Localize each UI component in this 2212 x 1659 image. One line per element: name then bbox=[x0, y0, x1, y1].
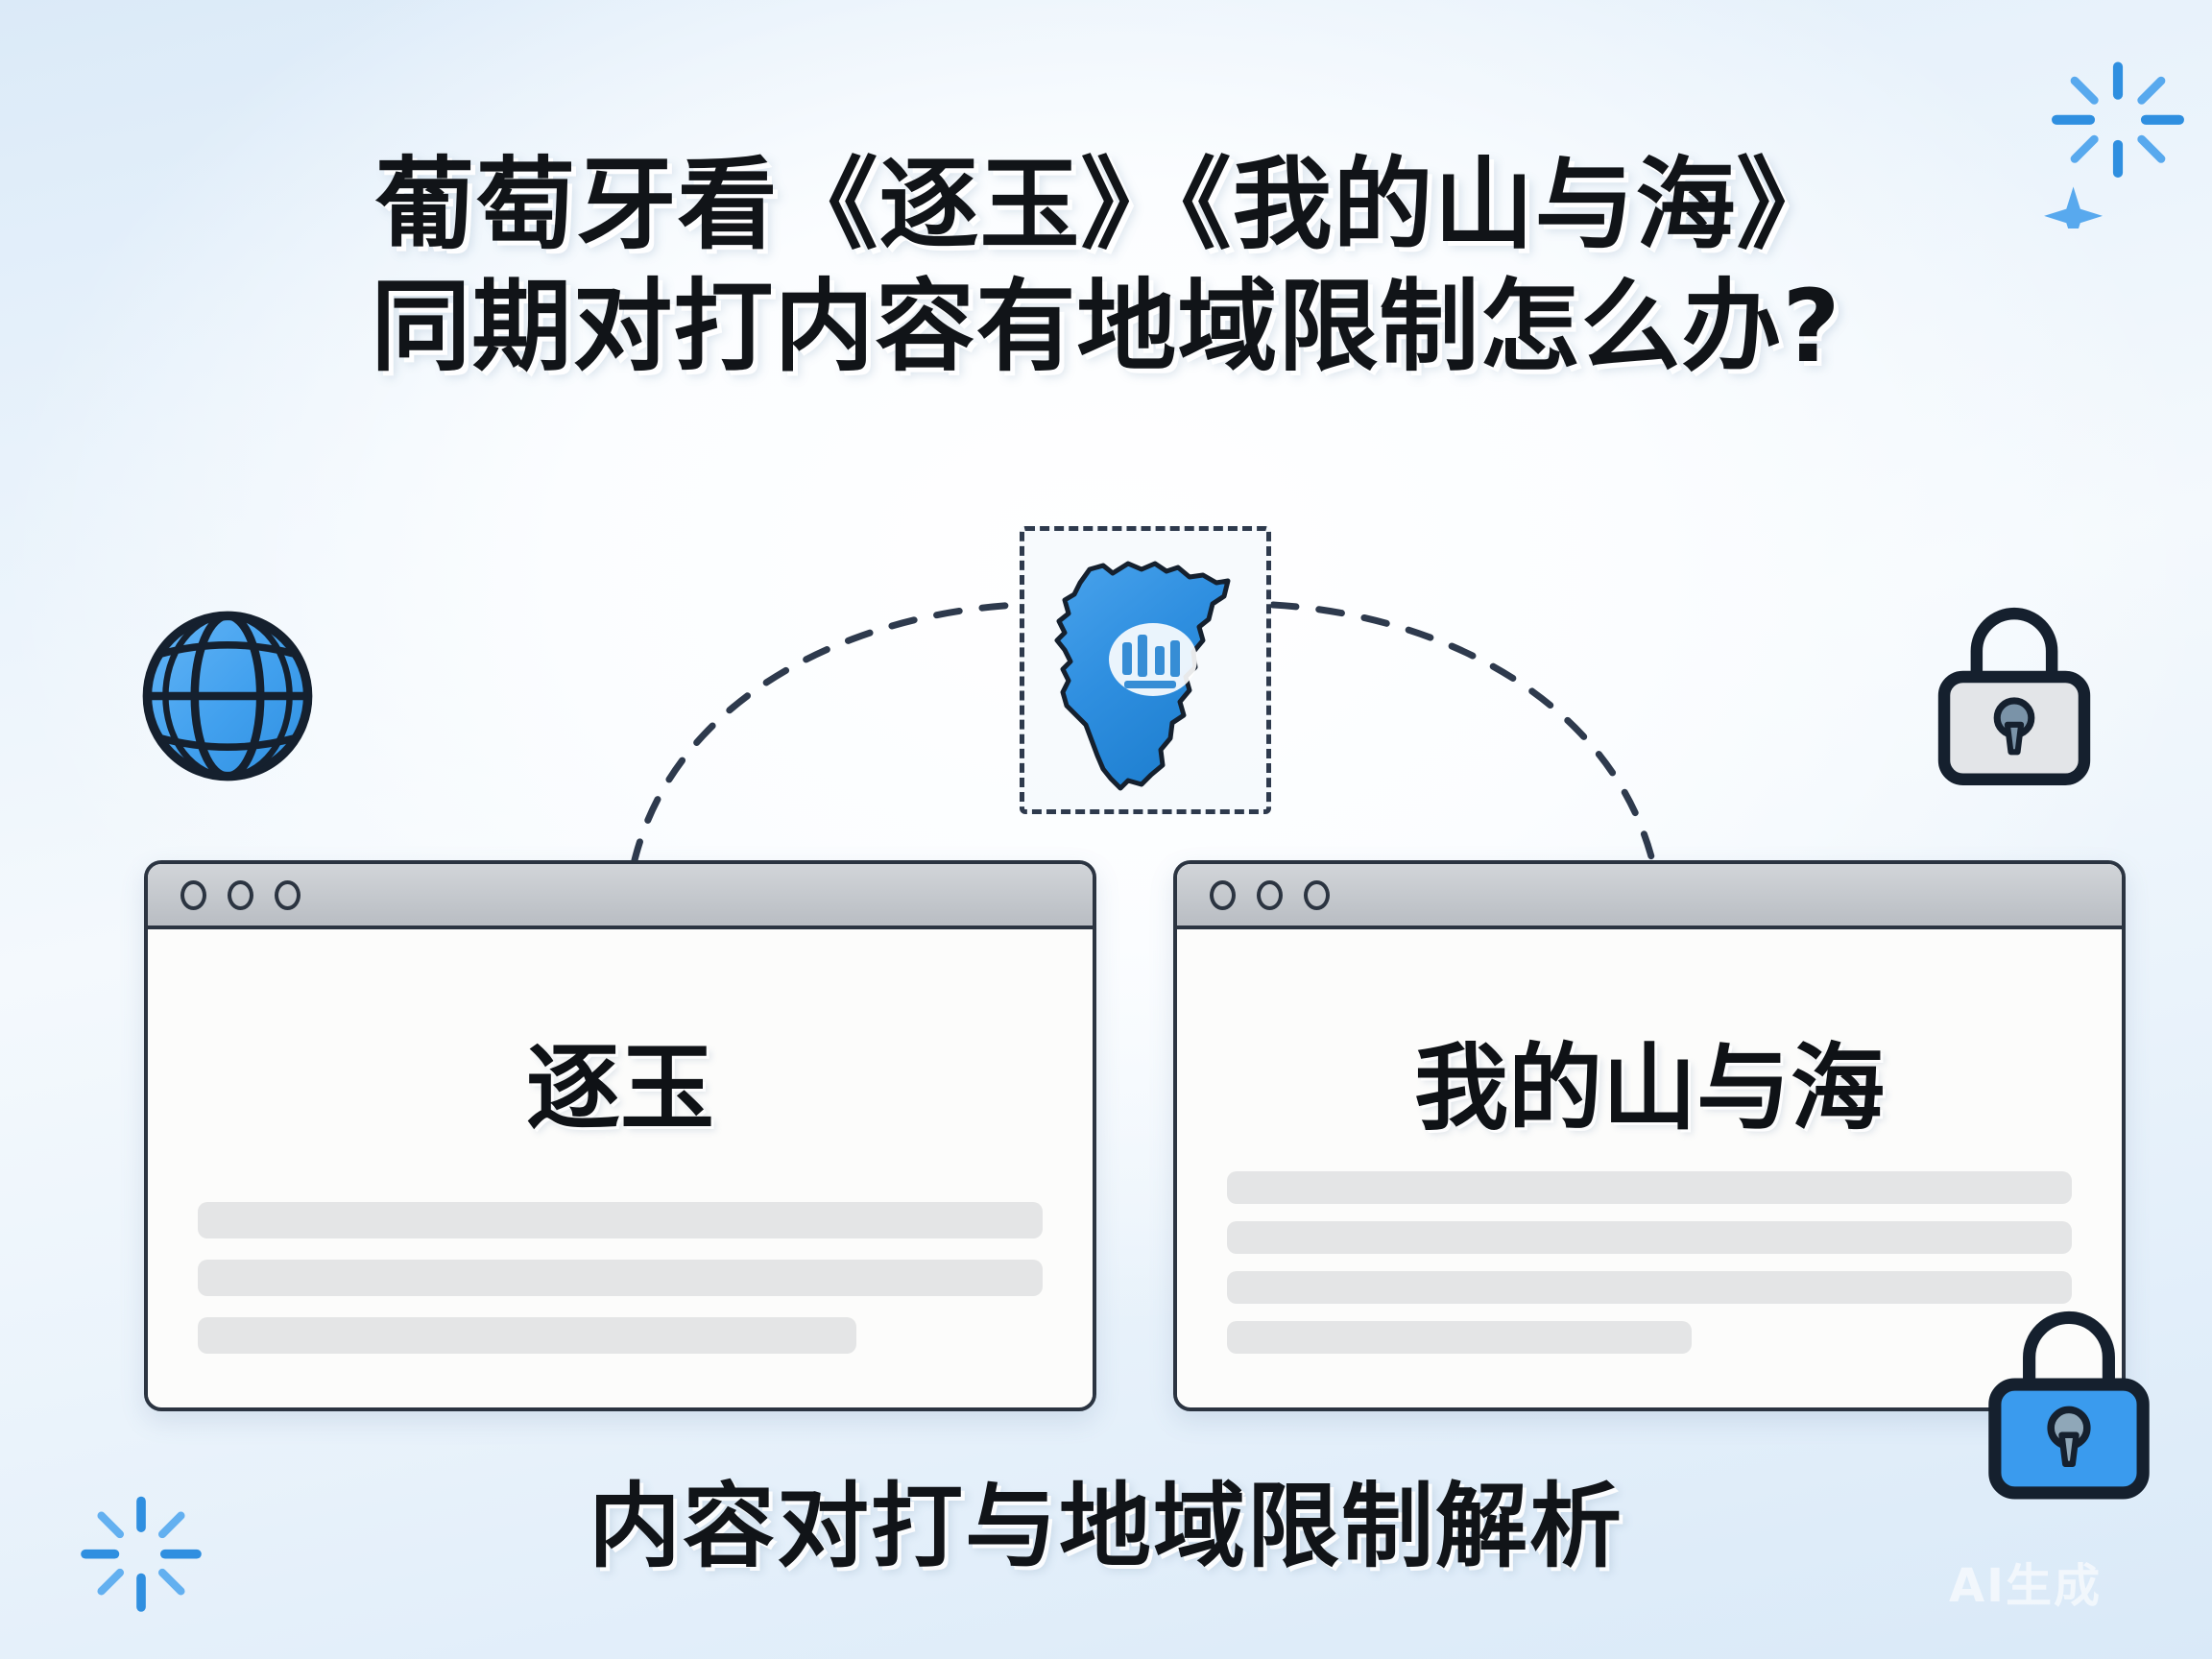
browser-window-left[interactable]: 逐玉 bbox=[144, 860, 1096, 1411]
maximize-dot[interactable] bbox=[1304, 879, 1330, 910]
content-skeleton-left bbox=[198, 1202, 1043, 1404]
skeleton-line bbox=[198, 1202, 1043, 1238]
skeleton-line bbox=[1227, 1271, 2072, 1304]
skeleton-line bbox=[1227, 1221, 2072, 1254]
close-dot[interactable] bbox=[1210, 879, 1236, 910]
title-line-1: 葡萄牙看《逐玉》《我的山与海》 bbox=[374, 146, 1838, 263]
skeleton-line bbox=[1227, 1321, 1692, 1354]
show-title-right: 我的山与海 bbox=[1413, 1034, 1885, 1143]
minimize-dot[interactable] bbox=[1257, 879, 1283, 910]
caption-text: 内容对打与地域限制解析 bbox=[589, 1473, 1623, 1580]
browser-window-right[interactable]: 我的山与海 bbox=[1173, 860, 2126, 1411]
window-titlebar bbox=[148, 864, 1093, 929]
globe-icon bbox=[136, 605, 319, 787]
skeleton-line bbox=[198, 1317, 857, 1354]
sparkle-burst-icon bbox=[2033, 56, 2202, 246]
minimize-dot[interactable] bbox=[228, 879, 253, 910]
lock-closed-blue-icon bbox=[1978, 1294, 2160, 1507]
iberian-peninsula-map-icon bbox=[1054, 561, 1231, 791]
portugal-region-chip bbox=[1020, 526, 1271, 814]
window-body: 我的山与海 bbox=[1177, 929, 2122, 1404]
show-title-left: 逐玉 bbox=[525, 1034, 714, 1143]
content-skeleton-right bbox=[1227, 1171, 2072, 1404]
close-dot[interactable] bbox=[180, 879, 206, 910]
title-line-2: 同期对打内容有地域限制怎么办? bbox=[371, 267, 1841, 385]
ai-generated-watermark: AI生成 bbox=[1949, 1559, 2103, 1613]
lock-closed-gray-icon bbox=[1928, 591, 2101, 793]
four-point-star-icon bbox=[2044, 186, 2104, 246]
window-body: 逐玉 bbox=[148, 929, 1093, 1404]
maximize-dot[interactable] bbox=[275, 879, 301, 910]
skeleton-line bbox=[1227, 1171, 2072, 1204]
sparkle-burst-icon bbox=[75, 1494, 207, 1630]
page-title: 葡萄牙看《逐玉》《我的山与海》 同期对打内容有地域限制怎么办? bbox=[0, 144, 2212, 388]
skeleton-line bbox=[198, 1260, 1043, 1296]
window-titlebar bbox=[1177, 864, 2122, 929]
